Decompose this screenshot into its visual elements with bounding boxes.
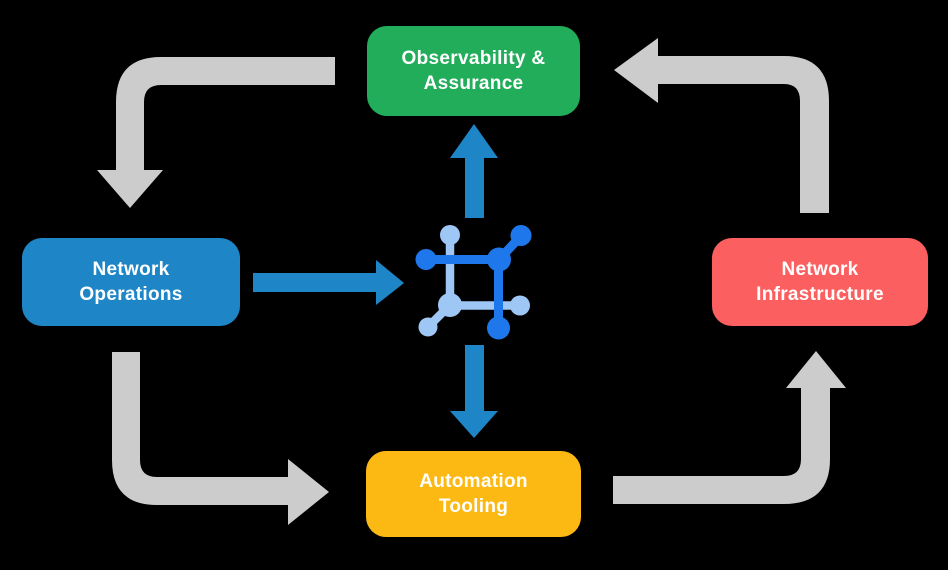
icon-node-circle [510,225,532,246]
node-label-line2: Operations [79,284,183,305]
icon-node-circle [487,247,511,272]
arrow-hub-to-automation [450,345,498,438]
node-network-infrastructure: Network Infrastructure [712,238,928,326]
arrow-observability-to-operations [97,57,335,208]
node-label-line2: Infrastructure [756,284,884,305]
arrow-operations-to-hub [253,260,404,305]
icon-node-circle [438,293,462,317]
icon-node-circle [440,225,460,245]
icon-node-circle [487,316,510,340]
network-automation-icon [415,225,532,340]
arrow-hub-to-observability [450,124,498,218]
arrow-operations-to-automation [112,352,329,525]
node-observability-assurance: Observability & Assurance [367,26,580,116]
arrow-automation-to-infrastructure [613,351,846,504]
node-label-line2: Assurance [423,73,524,94]
arrow-infrastructure-to-observability [614,38,829,213]
node-automation-tooling: Automation Tooling [366,451,581,537]
node-label-line1: Network [92,258,170,280]
node-network-operations: Network Operations [22,238,240,326]
icon-light-nodes [418,225,530,337]
icon-node-circle [510,295,530,316]
icon-node-circle [415,249,437,270]
node-label-line1: Observability & [401,47,546,69]
icon-node-circle [418,317,438,337]
node-label-line1: Network [781,258,859,280]
node-label-line1: Automation [419,470,528,492]
icon-dark-nodes [415,225,532,340]
node-label-line2: Tooling [438,496,509,517]
